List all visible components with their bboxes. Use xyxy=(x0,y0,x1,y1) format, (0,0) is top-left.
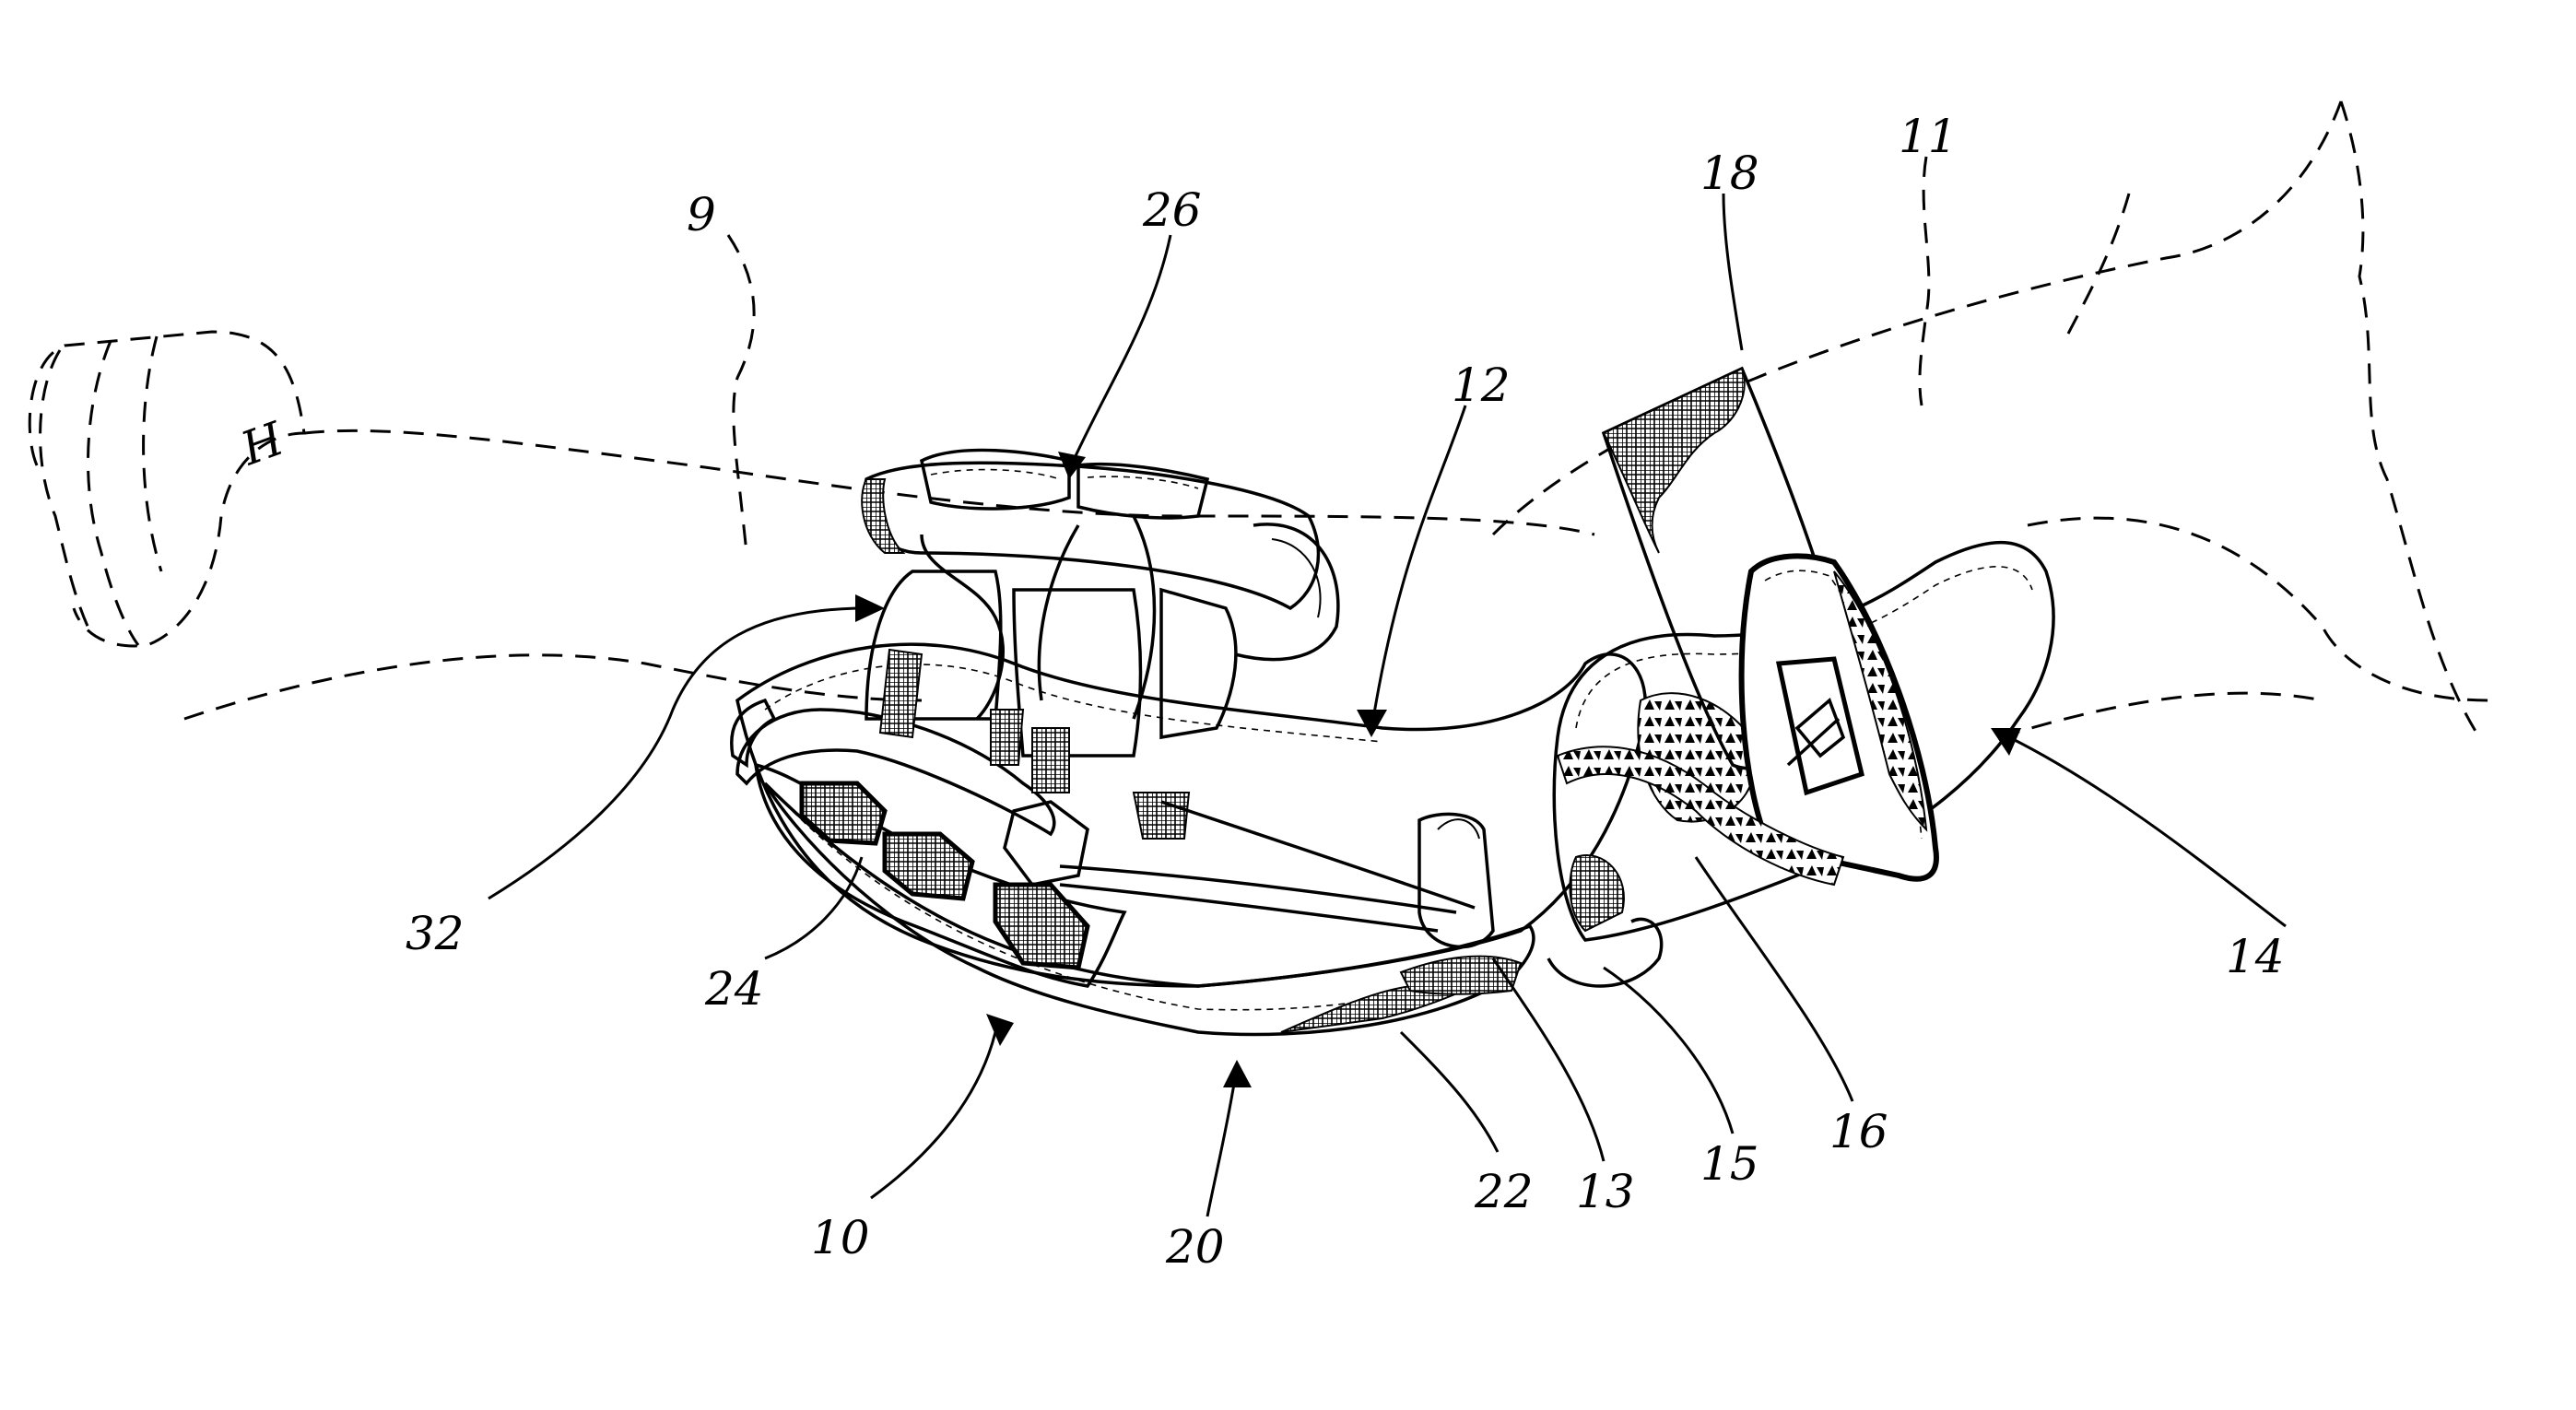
vent-1 xyxy=(802,783,885,843)
ref-16: 16 xyxy=(1829,1105,1888,1158)
ref-12: 12 xyxy=(1452,358,1511,412)
ref-14: 14 xyxy=(2226,930,2285,983)
ref-32: 32 xyxy=(406,907,465,960)
elbow-pad-device xyxy=(732,369,2053,1035)
ref-9: 9 xyxy=(687,188,716,241)
ref-20: 20 xyxy=(1165,1220,1225,1274)
ref-18: 18 xyxy=(1700,147,1759,200)
ref-24: 24 xyxy=(704,962,764,1016)
ref-13: 13 xyxy=(1576,1165,1635,1218)
labels: H 9 26 12 18 11 32 24 10 20 22 13 15 16 … xyxy=(233,110,2284,1274)
ref-10: 10 xyxy=(811,1211,870,1264)
vent-3 xyxy=(995,885,1088,968)
ref-22: 22 xyxy=(1474,1165,1534,1218)
leader-lines xyxy=(488,194,2286,1216)
phantom-arm xyxy=(29,101,2488,737)
ref-15: 15 xyxy=(1700,1137,1759,1191)
vent-2 xyxy=(885,834,972,899)
ref-11: 11 xyxy=(1899,110,1958,163)
ref-26: 26 xyxy=(1142,183,1202,237)
